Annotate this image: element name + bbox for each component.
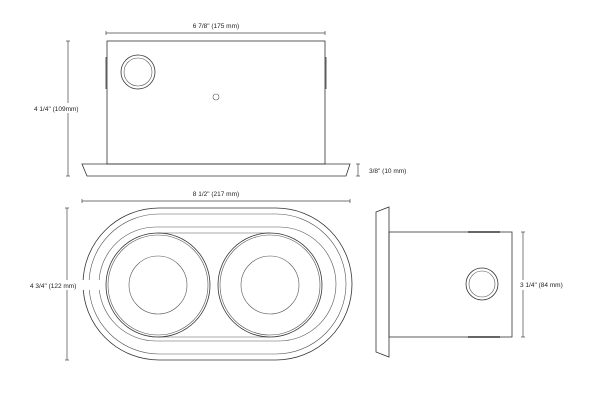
elevation-view: 6 7/8" (175 mm) 4 1/4" (109mm) 3/8" (10 … [30,23,406,177]
left-lamp-ring [105,232,211,338]
front-height-label: 4 3/4" (122 mm) [30,283,76,290]
trim-inner [88,213,347,355]
side-knockout-inner [468,270,496,298]
side-view: 3 1/4" (84 mm) [375,206,568,358]
side-knockout-outer [465,267,499,301]
height-label: 4 1/4" (109mm) [34,106,79,113]
flange-label: 3/8" (10 mm) [369,168,406,175]
mounting-hole [212,93,220,101]
front-width-label: 8 1/2" (217 mm) [193,191,239,198]
knockout-inner [123,57,153,87]
aperture [98,226,337,342]
side-height-label: 3 1/4" (84 mm) [520,282,563,289]
front-view: 8 1/2" (217 mm) 4 3/4" (122 mm) [28,191,353,361]
knockout-outer [120,54,156,90]
right-lamp-ring [217,232,323,338]
side-housing [388,231,513,338]
left-lamp [128,255,188,315]
housing-box [106,40,326,165]
flange [81,163,351,177]
side-flange [375,206,390,358]
right-lamp [240,255,300,315]
width-label: 6 7/8" (175 mm) [193,23,239,30]
